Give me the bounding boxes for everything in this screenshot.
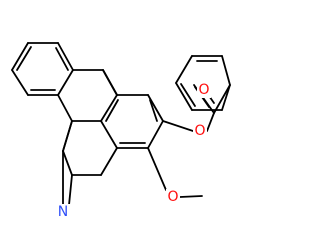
- ester-bond: [206, 112, 215, 132]
- lower-ring-bond: [62, 120, 73, 152]
- benzoyl-ring-bond: [221, 84, 231, 111]
- methoxy-bond: [179, 195, 203, 198]
- left-ring-inner-bond: [55, 47, 69, 71]
- right-ring-bond: [100, 120, 118, 149]
- lower-ring-bond: [62, 150, 73, 176]
- ether-oxygen-label-bg: [166, 189, 180, 205]
- bridge-bond: [102, 69, 118, 96]
- left-ring-bond: [11, 42, 29, 71]
- nitrogen-atom-label: N: [58, 204, 68, 220]
- methoxy-bond: [147, 147, 167, 191]
- benzoyl-ring-bond: [175, 82, 193, 111]
- benzoyl-ring-bond: [175, 55, 193, 84]
- benzoyl-ring-inner-bond: [180, 83, 196, 107]
- ester-oxygen-atom-label: O: [194, 123, 205, 139]
- lower-ring-bond: [100, 147, 118, 176]
- left-ring-bond: [57, 42, 74, 71]
- ether-oxygen-atom-label: O: [167, 189, 178, 205]
- nitrogen-bond: [68, 174, 73, 206]
- right-ring-bond: [147, 120, 164, 149]
- bond-lines: [11, 42, 231, 206]
- atom-labels: N O O O: [56, 82, 211, 220]
- ester-oxygen-label-bg: [193, 123, 207, 139]
- left-ring-bond: [11, 69, 29, 96]
- left-ring-inner-bond: [16, 46, 32, 71]
- nitrogen-label-bg: [56, 204, 70, 220]
- right-ring-inner-bond: [149, 99, 158, 122]
- molecule-diagram: N O O O: [11, 42, 231, 220]
- middle-ring-bond: [100, 94, 118, 122]
- right-ring-inner-bond: [105, 99, 119, 122]
- benzoyl-bond: [213, 84, 231, 114]
- benzoyl-ring-bond: [221, 55, 231, 86]
- carbonyl-oxygen-atom-label: O: [198, 82, 209, 98]
- bridge-bond: [57, 94, 73, 122]
- chemical-structure-canvas: N O O O: [11, 42, 231, 220]
- carbonyl-oxygen-label-bg: [197, 82, 211, 98]
- ester-bond: [162, 120, 194, 132]
- left-ring-bond: [57, 69, 74, 96]
